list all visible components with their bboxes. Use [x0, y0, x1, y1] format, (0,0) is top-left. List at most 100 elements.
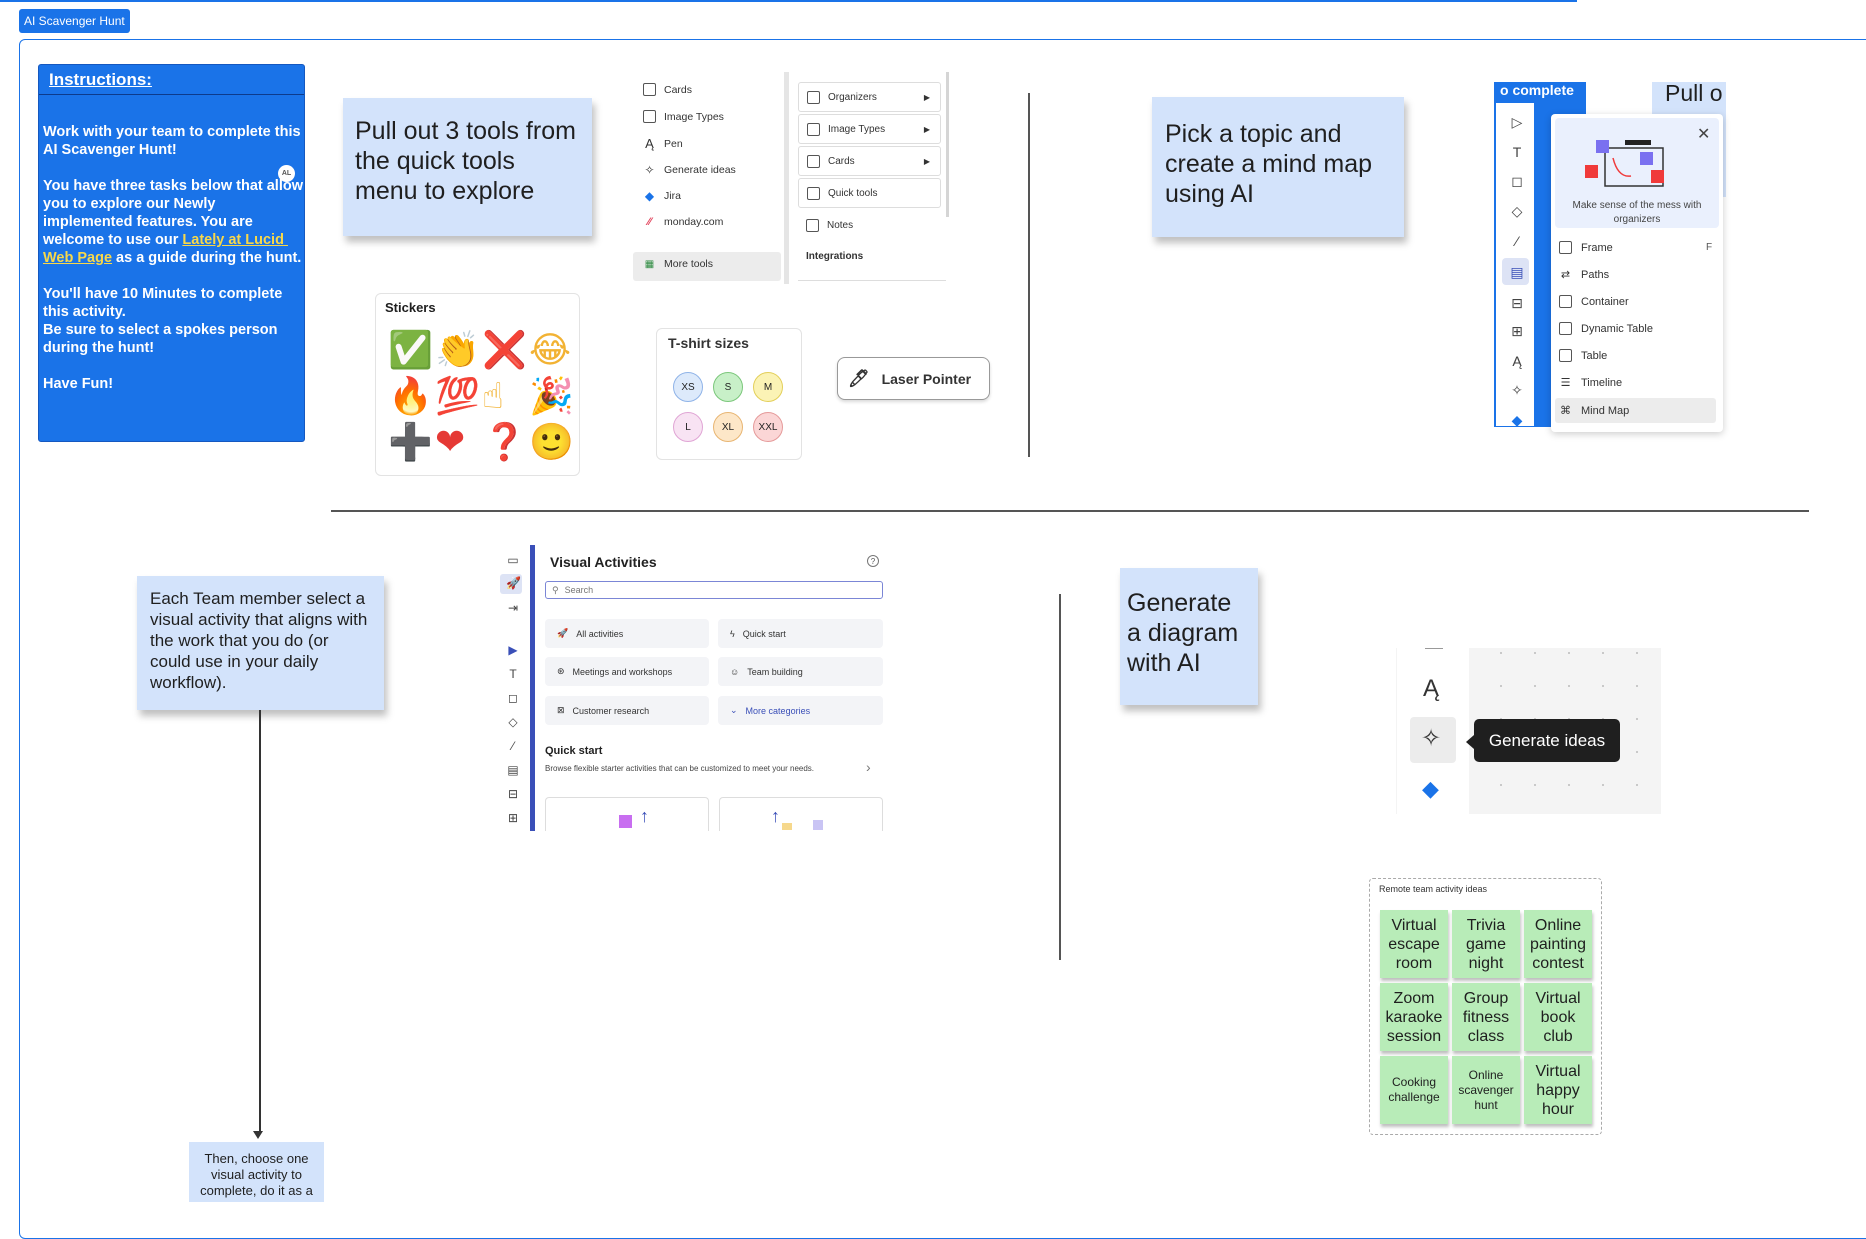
more-tools-row[interactable] — [633, 252, 781, 281]
task3-sticky[interactable]: Each Team member select a visual activit… — [137, 576, 384, 710]
generate-ideas-tool-active[interactable] — [1410, 717, 1456, 763]
sticker-5[interactable]: 🔥 — [388, 376, 433, 417]
organizers-icon[interactable]: ▤ — [1510, 264, 1524, 280]
jira-icon[interactable]: ◆ — [1511, 412, 1523, 428]
chevron-right-icon[interactable]: › — [866, 759, 871, 775]
idea-note[interactable]: Zoom karaoke session — [1380, 983, 1448, 1051]
line-icon[interactable]: ⁄ — [511, 739, 514, 753]
import-icon[interactable]: ⇥ — [507, 601, 519, 615]
category-all-activities[interactable]: 🚀All activities — [545, 619, 709, 648]
image-icon[interactable]: ⊞ — [507, 811, 519, 825]
organizer-item-dynamic-table[interactable]: Dynamic Table — [1559, 322, 1653, 335]
tshirt-size-s[interactable]: S — [713, 372, 743, 402]
sticker-6[interactable]: 💯 — [435, 376, 480, 417]
idea-note[interactable]: Group fitness class — [1452, 983, 1520, 1051]
idea-note[interactable]: Virtual happy hour — [1524, 1056, 1592, 1124]
select-icon[interactable]: ▷ — [1511, 114, 1523, 130]
idea-note[interactable]: Virtual book club — [1524, 983, 1592, 1051]
collaborator-avatar[interactable]: AL — [278, 165, 295, 182]
line-icon[interactable]: ⁄ — [1515, 233, 1519, 249]
menu-item-more-tools[interactable]: ▦More tools — [644, 258, 714, 270]
text-icon[interactable]: T — [1512, 144, 1522, 160]
category-more[interactable]: ⌄More categories — [718, 696, 883, 725]
template-card-1[interactable]: ↑ — [545, 797, 709, 831]
sticky-icon[interactable]: ◻ — [1511, 173, 1523, 189]
organizer-item-paths[interactable]: ⇄Paths — [1560, 268, 1610, 282]
idea-note[interactable]: Online painting contest — [1524, 910, 1592, 978]
category-meetings[interactable]: ⊛Meetings and workshops — [545, 657, 709, 686]
pen-icon[interactable]: Ą — [1512, 353, 1522, 369]
help-icon[interactable]: ? — [867, 555, 879, 567]
task3-next-sticky[interactable]: Then, choose one visual activity to comp… — [189, 1142, 324, 1202]
sticky-icon[interactable]: ◻ — [508, 691, 518, 705]
image-icon[interactable]: ⊞ — [1511, 323, 1523, 339]
tshirt-size-xl[interactable]: XL — [713, 412, 743, 442]
sticker-8[interactable]: 🎉 — [529, 376, 574, 417]
tshirt-size-l[interactable]: L — [673, 412, 703, 442]
submenu-notes[interactable]: Notes — [798, 210, 941, 240]
frame-title-tag[interactable]: AI Scavenger Hunt — [19, 9, 130, 33]
sparkle-icon[interactable]: ✧ — [1421, 725, 1442, 752]
connector-line[interactable] — [259, 710, 261, 1132]
idea-note[interactable]: Online scavenger hunt — [1452, 1056, 1520, 1124]
organizer-item-mind-map[interactable]: ⌘Mind Map — [1560, 404, 1630, 418]
pen-icon[interactable]: Ą — [1423, 675, 1440, 702]
sticker-11[interactable]: ❓ — [482, 422, 527, 463]
sticker-2[interactable]: 👏 — [435, 330, 480, 371]
submenu-cards[interactable]: Cards▶ — [798, 146, 941, 176]
organizer-item-container[interactable]: Container — [1559, 295, 1629, 308]
submenu-image-types[interactable]: Image Types▶ — [798, 114, 941, 144]
sticker-12[interactable]: 🙂 — [529, 422, 574, 463]
sticker-1[interactable]: ✅ — [388, 330, 433, 371]
sticker-9[interactable]: ➕ — [388, 422, 433, 463]
submenu-organizers[interactable]: Organizers▶ — [798, 82, 941, 112]
submenu-scrollbar[interactable] — [946, 72, 949, 217]
sticker-3[interactable]: ❌ — [482, 330, 527, 371]
menu-item-image-types[interactable]: Image Types — [643, 110, 724, 123]
lately-at-lucid-link[interactable]: Lately at Lucid Web Page — [43, 232, 288, 266]
laser-pointer-button[interactable]: 🖊Laser Pointer — [837, 357, 990, 400]
tshirt-size-xs[interactable]: XS — [673, 372, 703, 402]
sticker-10[interactable]: ❤ — [435, 422, 466, 463]
jira-icon[interactable]: ◆ — [1422, 776, 1439, 801]
category-team-building[interactable]: ☺Team building — [718, 657, 883, 686]
rocket-icon[interactable]: 🚀 — [506, 576, 521, 590]
cards-icon[interactable]: ⊟ — [507, 787, 519, 801]
organizers-tool-active[interactable] — [1502, 258, 1529, 285]
cards-icon[interactable]: ⊟ — [1511, 295, 1523, 311]
submenu-quick-tools[interactable]: Quick tools — [798, 178, 941, 208]
remote-ideas-container[interactable] — [1369, 878, 1602, 1135]
layout-icon[interactable]: ▭ — [507, 553, 519, 567]
task2-sticky[interactable]: Pick a topic and create a mind map using… — [1152, 97, 1404, 237]
idea-note[interactable]: Trivia game night — [1452, 910, 1520, 978]
menu-item-cards[interactable]: Cards — [643, 83, 692, 96]
task1-sticky[interactable]: Pull out 3 tools from the quick tools me… — [343, 98, 592, 236]
organizers-icon[interactable]: ▤ — [507, 763, 519, 777]
organizer-item-frame[interactable]: Frame — [1559, 241, 1613, 254]
idea-note[interactable]: Cooking challenge — [1380, 1056, 1448, 1124]
text-icon[interactable]: T — [509, 667, 517, 681]
category-customer-research[interactable]: ⊠Customer research — [545, 696, 709, 725]
idea-note[interactable]: Virtual escape room — [1380, 910, 1448, 978]
sparkle-icon[interactable]: ✧ — [1511, 382, 1523, 398]
tshirt-size-m[interactable]: M — [753, 372, 783, 402]
template-card-2[interactable]: ↑ — [719, 797, 883, 831]
menu-item-generate-ideas[interactable]: ✧Generate ideas — [644, 163, 736, 177]
organizer-item-timeline[interactable]: ☰Timeline — [1560, 376, 1623, 390]
menu-item-jira[interactable]: ◆Jira — [644, 189, 681, 203]
shapes-icon[interactable]: ◇ — [508, 715, 518, 729]
sticker-7[interactable]: ☝ — [482, 376, 504, 417]
sticker-4[interactable]: 😂 — [529, 330, 572, 371]
select-icon[interactable]: ▶ — [508, 643, 518, 657]
search-input[interactable]: ⚲Search — [545, 581, 883, 599]
organizer-item-table[interactable]: Table — [1559, 349, 1607, 362]
visual-activities-tool-active[interactable] — [500, 574, 522, 594]
tshirt-size-xxl[interactable]: XXL — [753, 412, 783, 442]
instructions-card[interactable]: Instructions: Work with your team to com… — [38, 64, 305, 442]
shapes-icon[interactable]: ◇ — [1511, 203, 1523, 219]
task4-sticky[interactable]: Generate a diagram with AI — [1120, 568, 1258, 705]
menu-item-monday[interactable]: ⁄⁄monday.com — [643, 216, 724, 228]
close-icon[interactable]: ✕ — [1697, 126, 1711, 143]
